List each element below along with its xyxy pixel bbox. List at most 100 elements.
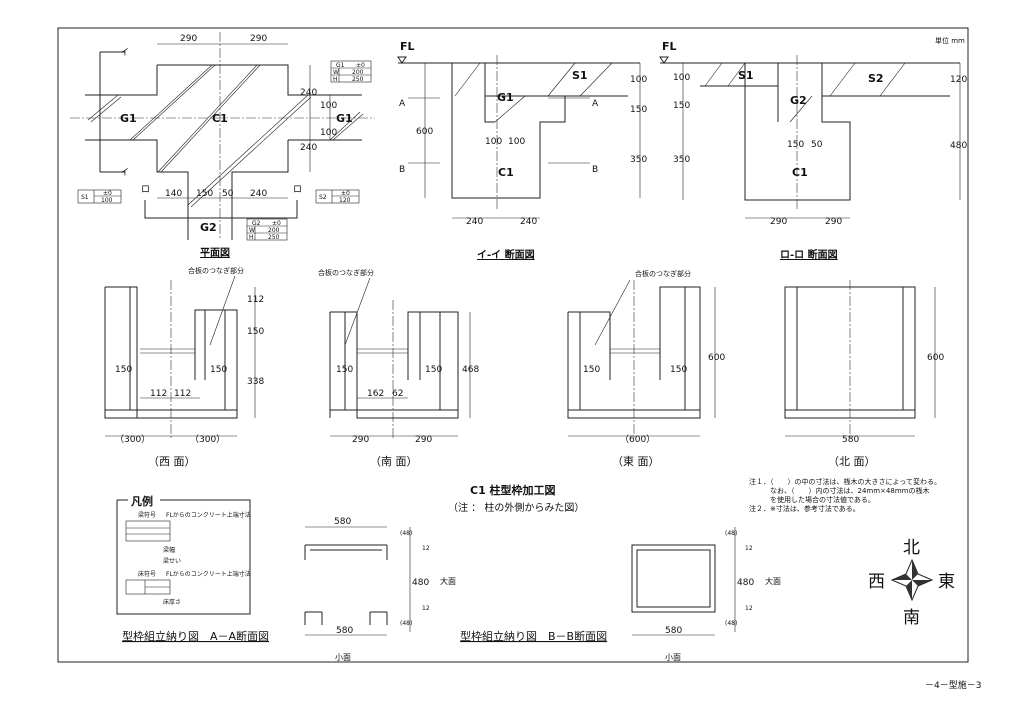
note-line: 注１．（ ）の中の寸法は、桟木の大きさによって変わる。 [749, 477, 941, 486]
dim: 468 [462, 365, 479, 375]
dim: 150 [670, 365, 687, 375]
dim: （600） [620, 434, 655, 445]
dim: 150 [210, 365, 227, 375]
dim: 100 [630, 75, 647, 85]
t: S1 [81, 194, 89, 201]
west-elevation-title: （西 面） [148, 455, 196, 468]
section-mark-b: B [399, 165, 405, 175]
elevation-east: 合板のつなぎ部分 600 150 150 （600） （東 面） [567, 269, 725, 468]
legend-text: FLからのコンクリート上端寸法 [166, 511, 251, 519]
note-line: 注２．※寸法は、参考寸法である。 [749, 504, 860, 513]
elevation-north: 600 580 （北 面） [784, 280, 944, 468]
dim: 150 [196, 189, 213, 199]
dim: 600 [416, 127, 433, 137]
section-mark-ro-left: ロ [141, 185, 150, 195]
north-elevation-title: （北 面） [828, 455, 876, 468]
dim: 150 [673, 101, 690, 111]
dim: 100 [320, 128, 337, 138]
dim: 12 [745, 545, 753, 552]
page-footer: －4－型施－3 [925, 679, 981, 691]
c1-subtitle: （注 ： 柱の外側からみた図） [448, 501, 584, 514]
note-line: なお、（ ）内の寸法は、24mm×48mmの桟木 [749, 486, 929, 495]
t: ±0 [103, 190, 112, 197]
dim: 350 [673, 155, 690, 165]
dim: (48) [400, 620, 412, 627]
section-ro-title: ロ-ロ 断面図 [780, 248, 838, 261]
section-mark-a: A [592, 99, 599, 109]
compass-south: 南 [903, 608, 920, 628]
label-g2: G2 [790, 94, 807, 107]
dim: 290 [770, 217, 787, 227]
t: ±0 [356, 62, 365, 69]
dim: 580 [665, 626, 682, 636]
dim: 100 [673, 73, 690, 83]
legend-box: 凡例 梁符号 FLからのコンクリート上端寸法 梁幅 梁せい 床符号 FLからのコ… [116, 494, 251, 615]
dim: 100 [320, 101, 337, 111]
dim: （300） [190, 434, 225, 445]
dim: 350 [630, 155, 647, 165]
section-mark-i-bottom: イ [120, 168, 129, 178]
note-line: を使用した場合の寸法値である。 [749, 495, 875, 504]
plan-title: 平面図 [200, 247, 230, 259]
compass-icon: 北 南 東 西 [868, 538, 955, 628]
t: W [249, 227, 255, 234]
dim: 290 [180, 34, 197, 44]
dim: 480 [412, 578, 429, 588]
legend-text: 梁符号 [138, 511, 156, 519]
compass-west: 西 [868, 572, 885, 592]
large-face-label: 大面 [440, 576, 456, 586]
unit-label: 単位 mm [935, 36, 965, 45]
legend-text: 梁せい [163, 557, 181, 565]
elevation-west: 合板のつなぎ部分 112 150 338 150 150 112 112 （30… [104, 266, 264, 468]
elevation-south: 合板のつなぎ部分 468 150 150 162 62 290 290 （南 面… [318, 268, 479, 468]
legend-text: 梁幅 [163, 546, 175, 554]
t: 100 [101, 197, 113, 204]
c1-title: C1 柱型枠加工図 [470, 483, 556, 497]
t: H [333, 76, 338, 83]
joint-label: 合板のつなぎ部分 [188, 266, 244, 275]
compass-north: 北 [903, 538, 920, 558]
dim: (48) [725, 620, 737, 627]
dim: 140 [165, 189, 182, 199]
dim: 12 [745, 605, 753, 612]
dim: 112 [174, 389, 191, 399]
section-b-b: 580 (48) 12 480 12 (48) 大面 小面 型枠組立納り図 B－… [460, 527, 781, 662]
dim: 112 [247, 295, 264, 305]
dim: 240 [466, 217, 483, 227]
t: ±0 [341, 190, 350, 197]
east-elevation-title: （東 面） [612, 455, 660, 468]
dim: 150 [115, 365, 132, 375]
dim: (48) [400, 530, 412, 537]
plan-view: イ イ ロ ロ G1 C1 G1 G2 290 290 140 150 50 2… [70, 32, 375, 259]
section-ro-ro: FL S1 S2 G2 C1 100 150 350 120 480 150 5… [659, 40, 967, 261]
dim: 50 [811, 140, 823, 150]
t: 200 [268, 227, 280, 234]
dim: 580 [842, 435, 859, 445]
compass-east: 東 [938, 572, 955, 592]
joint-label: 合板のつなぎ部分 [318, 268, 374, 277]
dim: 12 [422, 545, 430, 552]
legend-text: FLからのコンクリート上端寸法 [166, 570, 251, 578]
dim: 150 [425, 365, 442, 375]
small-face-label: 小面 [665, 653, 681, 662]
dim: 480 [950, 141, 967, 151]
dim: 240 [300, 143, 317, 153]
dim: 150 [336, 365, 353, 375]
section-a-a: 580 580 (48) 12 480 12 (48) 大面 小面 型枠組立納り… [122, 517, 456, 662]
t: ±0 [272, 220, 281, 227]
dim: 600 [927, 353, 944, 363]
section-mark-ro-right: ロ [293, 185, 302, 195]
dim: 100 [508, 137, 525, 147]
t: G2 [252, 220, 261, 227]
dim: 580 [334, 517, 351, 527]
label-c1: C1 [212, 112, 228, 125]
section-bb-title: 型枠組立納り図 B－B断面図 [460, 629, 607, 643]
small-face-label: 小面 [335, 653, 351, 662]
t: 120 [339, 197, 351, 204]
large-face-label: 大面 [765, 576, 781, 586]
dim: 62 [392, 389, 403, 399]
fl-label: FL [662, 40, 677, 53]
